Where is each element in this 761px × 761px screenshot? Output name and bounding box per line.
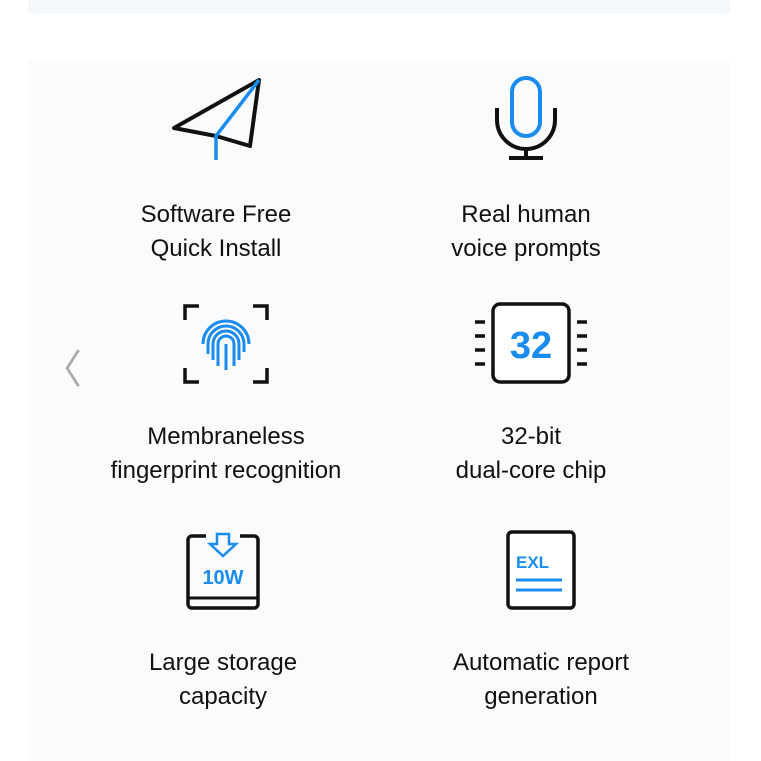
paper-plane-icon bbox=[172, 78, 261, 160]
microphone-icon bbox=[495, 76, 557, 160]
top-banner bbox=[28, 0, 730, 14]
storage-icon: 10W bbox=[186, 532, 260, 610]
features-panel bbox=[28, 60, 730, 761]
svg-text:EXL: EXL bbox=[516, 553, 549, 572]
svg-text:32: 32 bbox=[510, 325, 552, 367]
fingerprint-icon bbox=[183, 304, 269, 384]
previous-arrow-button[interactable]: 〈 bbox=[42, 348, 82, 392]
report-icon: EXL bbox=[506, 530, 576, 610]
svg-text:10W: 10W bbox=[202, 567, 243, 589]
chip-icon: 32 bbox=[475, 302, 587, 384]
